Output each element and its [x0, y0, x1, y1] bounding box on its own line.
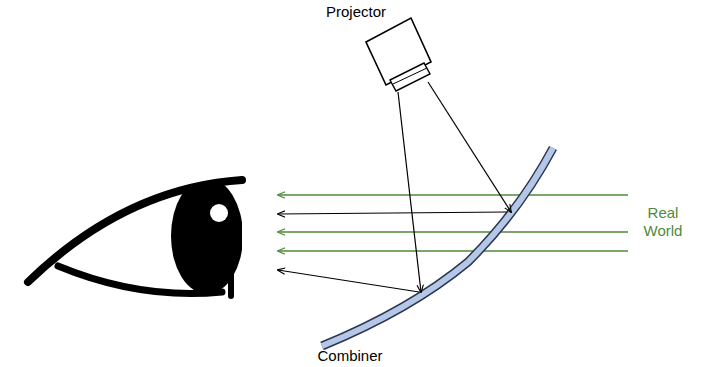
projected-rays: [278, 82, 511, 292]
part-label: Real World: [628, 204, 698, 240]
part-label: Projector: [326, 3, 386, 21]
real-world-rays: [278, 195, 628, 251]
combiner: [322, 148, 553, 346]
eye: [28, 178, 243, 296]
part-label: Combiner: [317, 347, 382, 365]
projector: [366, 18, 431, 91]
